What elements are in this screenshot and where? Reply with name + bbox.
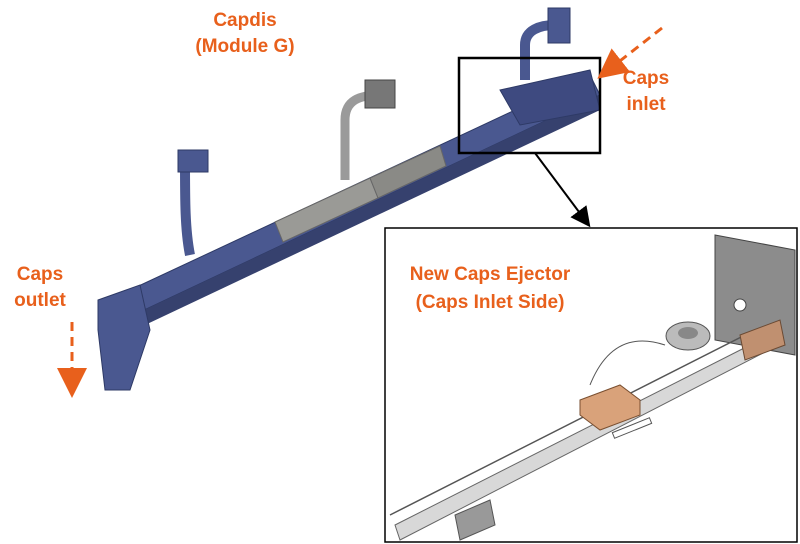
outlet-label-line2: outlet	[14, 290, 66, 311]
callout-arrow	[534, 152, 591, 228]
inset-subtitle: (Caps Inlet Side)	[415, 292, 565, 313]
inlet-arrow	[597, 26, 663, 79]
ejector-inset	[384, 227, 798, 543]
module-subtitle: (Module G)	[195, 36, 295, 57]
inlet-label-line2: inlet	[626, 94, 666, 115]
inset-title: New Caps Ejector	[409, 264, 571, 285]
outlet-label-line1: Caps	[16, 264, 64, 285]
module-title: Capdis	[213, 10, 277, 31]
highlight-box	[457, 56, 602, 155]
inlet-label-line1: Caps	[622, 68, 670, 89]
